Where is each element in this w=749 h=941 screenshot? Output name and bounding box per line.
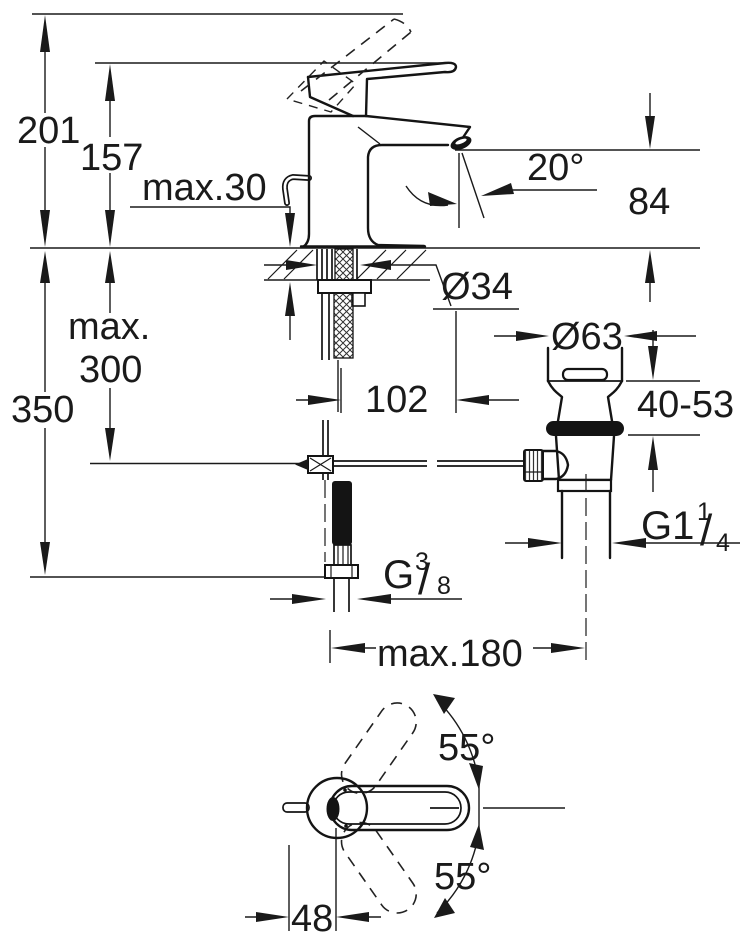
waste-tailpipe: [560, 489, 612, 560]
dim-deck-thickness: max.30: [142, 167, 267, 209]
dim-waste-adjust: 40-53: [637, 384, 734, 426]
handle-swing-lower-dashed: [340, 821, 418, 914]
dim-waste-thread-slash: /: [700, 506, 713, 555]
rod-vertical: [322, 420, 329, 480]
lever-raised-dashed: [300, 18, 412, 101]
waste-cup-walls: [546, 346, 624, 383]
rod-left-tip: [295, 459, 308, 470]
dim-supply-thread-slash: /: [418, 555, 431, 604]
spout-inner-edge: [357, 126, 381, 145]
dim-swing-lower: 55°: [434, 856, 491, 898]
dim-shank-diameter: Ø34: [441, 266, 513, 308]
faucet-side-view: [281, 18, 472, 249]
dim-spout-height: 84: [628, 181, 670, 223]
dim-rod-depth-2: 300: [79, 349, 142, 391]
handle-swing-upper-dashed: [340, 702, 418, 795]
aerator-highlight: [455, 138, 467, 145]
waste-collar: [556, 478, 613, 493]
spout: [364, 114, 472, 248]
dim-height-overall: 201: [17, 110, 80, 152]
faucet-body: [301, 114, 368, 249]
pull-rod-hook-inner: [283, 175, 311, 205]
dim-supply-thread: G: [383, 553, 414, 597]
dim-supply-thread-sup: 3: [415, 548, 429, 576]
dim-waste-thread: G1: [641, 504, 694, 548]
dimension-labels: 201 157 max.30 20° 84 Ø34 max. 300 350 1…: [11, 110, 734, 940]
waste-knurled-knob: [523, 449, 544, 482]
handle-knob-top: [305, 776, 369, 840]
dim-handle-offset: 48: [291, 898, 333, 940]
dim-rod-length: 102: [365, 379, 428, 421]
braided-hose-lower: [333, 292, 354, 359]
mounting-nut-step: [351, 292, 366, 307]
waste-barrel: [541, 449, 570, 481]
rod-clamp-screw: [309, 457, 332, 472]
waste-plug-cap: [561, 367, 609, 382]
handle-knuckle: [306, 75, 355, 118]
waste-assembly: [523, 346, 624, 665]
pop-up-rod: [321, 293, 330, 360]
knuckle-raised-dashed: [285, 60, 358, 113]
horizontal-rod: [333, 460, 527, 467]
shank-threads: [316, 249, 358, 280]
handle-clip-hole: [326, 797, 340, 821]
dim-waste-thread-sup: 1: [697, 498, 711, 526]
mounting-nut: [317, 279, 372, 294]
mounting-deck: [30, 247, 700, 281]
pull-rod-hook: [281, 173, 312, 206]
dim-supply-thread-sub: 8: [437, 572, 451, 600]
dim-waste-offset: max.180: [377, 633, 523, 675]
waste-cone: [546, 379, 624, 423]
waste-seal-ring: [546, 421, 624, 436]
rod-stub-top-view: [282, 802, 310, 813]
dim-height-to-lever: 157: [80, 137, 143, 179]
supply-nut-facets: [330, 565, 353, 578]
supply-nut: [324, 564, 359, 579]
dim-waste-thread-sub: 4: [716, 529, 730, 557]
dim-waste-flange: Ø63: [551, 316, 623, 358]
dimension-lines: [30, 13, 740, 931]
below-deck-assembly: [295, 248, 527, 612]
hose-crimp-lines: [337, 545, 349, 565]
braided-hose-upper: [334, 248, 354, 281]
handle-top-view: [282, 702, 471, 914]
handle-dot-lower: [344, 824, 348, 828]
supply-hose: [332, 481, 352, 545]
dim-spout-angle: 20°: [527, 147, 584, 189]
dim-hose-length: 350: [11, 389, 74, 431]
lever-closed: [306, 61, 458, 118]
dim-rod-depth-1: max.: [68, 306, 150, 348]
supply-pipe: [333, 578, 350, 612]
handle-dot-upper: [343, 788, 347, 792]
dim-swing-upper: 55°: [438, 727, 495, 769]
